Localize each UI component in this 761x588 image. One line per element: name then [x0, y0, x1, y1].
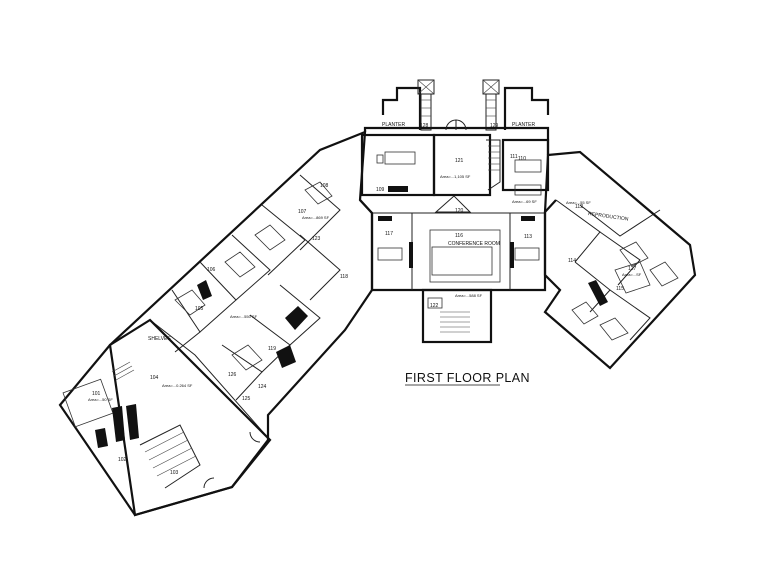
room-107: 107: [298, 209, 307, 215]
right-wing: [543, 150, 697, 370]
room-125: 125: [242, 396, 251, 402]
central-block-walls: [359, 119, 557, 292]
room-119: 119: [268, 346, 276, 352]
room-112-area: Area=...55 SF: [566, 200, 591, 205]
room-127: 127: [628, 266, 637, 272]
room-109-area: Area=...1,105 SF: [440, 174, 471, 179]
reproduction-label: REPRODUCTION: [588, 211, 629, 223]
room-115: 115: [616, 286, 624, 292]
room-116: 116: [455, 233, 463, 239]
room-107-area: Area=...869 SF: [302, 215, 330, 220]
room-111: 111: [510, 154, 518, 160]
room-123-area: Area=...588 SF: [455, 293, 483, 298]
room-110: 110: [518, 156, 526, 162]
room-114: 114: [568, 258, 576, 264]
room-113: 113: [524, 234, 532, 240]
room-101-area: Area=...50 SF: [88, 397, 113, 402]
planter-right: PLANTER: [482, 79, 550, 131]
room-126: 126: [228, 372, 237, 378]
room-117: 117: [385, 231, 393, 237]
room-120: 120: [455, 208, 464, 214]
room-104-area: Area=...0.264 SF: [162, 383, 193, 388]
room-102: 102: [118, 457, 127, 463]
room-128: 128: [420, 123, 429, 129]
room-122: 122: [430, 303, 439, 309]
conference-room-label: CONFERENCE ROOM: [448, 241, 500, 247]
room-123: 123: [312, 236, 321, 242]
left-wing: [108, 130, 389, 517]
room-104-block: [58, 318, 272, 517]
room-109: 109: [376, 187, 385, 193]
room-number-labels: 101 Area=...50 SF 102 103 104 Area=...0.…: [88, 123, 642, 476]
stair-tower: [421, 288, 493, 344]
room-104: 104: [150, 375, 159, 381]
planter-left: PLANTER: [381, 79, 435, 131]
room-124: 124: [258, 384, 267, 390]
room-129: 129: [490, 123, 499, 129]
room-118: 118: [340, 274, 348, 280]
room-105: 105: [195, 306, 204, 312]
room-121: 121: [455, 158, 464, 164]
planter-label-right: PLANTER: [512, 122, 535, 128]
room-127-area: Area=...SF: [622, 272, 642, 277]
planter-label-left: PLANTER: [382, 122, 405, 128]
drawing-title: FIRST FLOOR PLAN: [405, 371, 530, 385]
room-119-area: Area=...550 SF: [230, 314, 258, 319]
room-110-area: Area=...69 SF: [512, 199, 537, 204]
room-101: 101: [92, 391, 101, 397]
room-106: 106: [207, 267, 216, 273]
room-103: 103: [170, 470, 179, 476]
room-112: 112: [575, 204, 583, 210]
shelves-label: SHELVES: [148, 336, 171, 342]
room-108: 108: [320, 183, 329, 189]
